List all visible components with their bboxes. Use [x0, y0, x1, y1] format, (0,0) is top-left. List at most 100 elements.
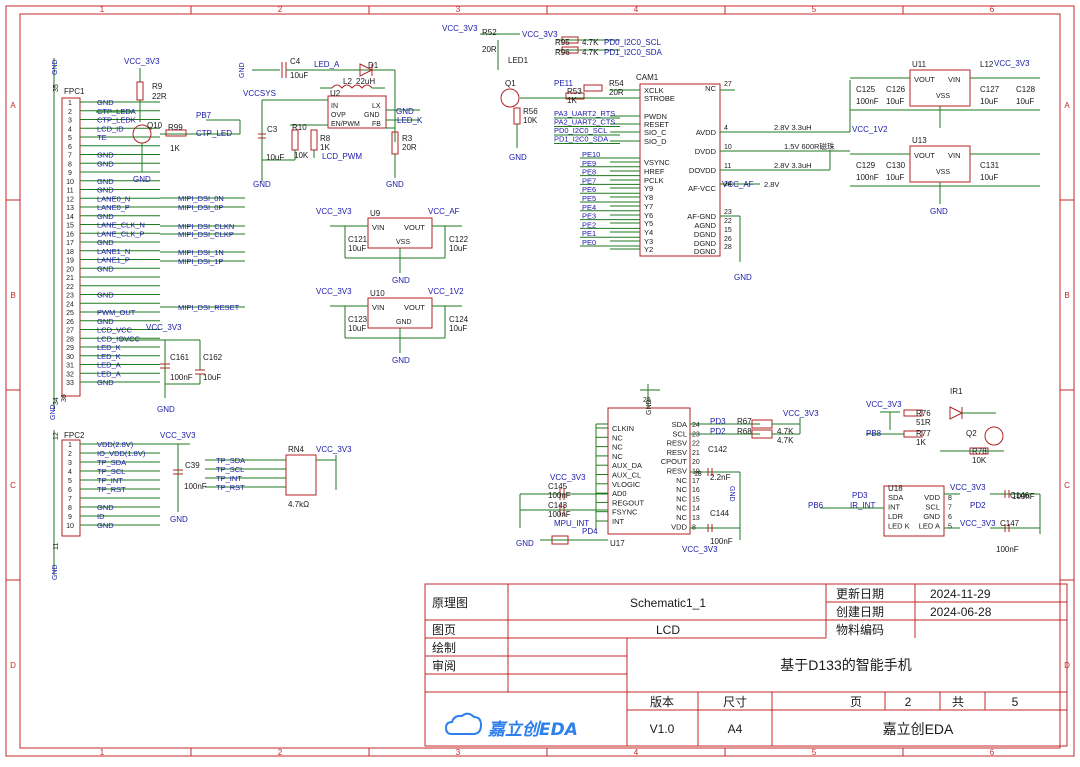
- u17-right-pin-number: 21: [692, 450, 700, 457]
- cam-right-pin: AVDD: [696, 128, 717, 137]
- u2-pin-gnd: GND: [364, 112, 380, 119]
- u18-vcc-top: VCC_3V3: [950, 483, 986, 492]
- u17-right-pin-number: 24: [692, 422, 700, 429]
- u17-right-pin: SCL: [672, 429, 687, 438]
- mpu-int-net: MPU_INT: [554, 519, 589, 528]
- ldo-cout-value: 10uF: [449, 244, 467, 253]
- d1-ref: D1: [368, 61, 379, 70]
- ctp-led-driver[interactable]: [96, 68, 241, 172]
- r52-value: 20R: [482, 45, 497, 54]
- u18-pd3: PD3: [852, 491, 868, 500]
- cam-right-pin: NC: [705, 84, 716, 93]
- fpc2-pin-11: 11: [53, 543, 60, 550]
- reg-vcc-net: VCC_1V2: [852, 125, 888, 134]
- u17-pin-18: 18: [694, 471, 702, 478]
- cam-left-pin: HREF: [644, 167, 665, 176]
- u17-pd4: PD4: [582, 527, 598, 536]
- fpc1-net-label: GND: [97, 317, 114, 326]
- cam-rail-label: 2.8V: [764, 180, 779, 189]
- ldo-vss-pin: GND: [396, 319, 412, 326]
- u17-left-pin: INT: [612, 517, 625, 526]
- rn4-ref: RN4: [288, 445, 305, 454]
- reg-c3-ref: C127: [980, 85, 1000, 94]
- camera-section[interactable]: [480, 33, 851, 262]
- col-label-1-bottom: 1: [100, 748, 105, 757]
- c143-ref: C143: [548, 501, 568, 510]
- imu-u17[interactable]: [519, 384, 801, 545]
- row-label-a: A: [10, 101, 16, 110]
- fpc2-pin-12: 12: [53, 432, 60, 440]
- fpc1-ref: FPC1: [64, 87, 85, 96]
- fpc1-net-label: GND: [97, 378, 114, 387]
- u18-ir-int: IR_INT: [850, 501, 875, 510]
- lcd-power-caps[interactable]: [120, 339, 205, 398]
- u17-right-pin-number: 23: [692, 431, 700, 438]
- ldo-cout-ref: C122: [449, 235, 469, 244]
- fpc1-net-label: GND: [97, 212, 114, 221]
- fpc2-bottom-gnd: GND: [52, 564, 59, 580]
- cam-left-pin: Y8: [644, 193, 653, 202]
- cam-gnd-2: GND: [734, 273, 752, 282]
- cam-gnd-1: GND: [509, 153, 527, 162]
- u18-left-pin: SDA: [888, 493, 903, 502]
- q10-ref: Q10: [147, 121, 163, 130]
- fpc1-pin-number: 9: [68, 170, 72, 177]
- fpc2-net-label: TP_RST: [97, 485, 126, 494]
- fpc1-pin-number: 17: [66, 240, 74, 247]
- project-title: 基于D133的智能手机: [780, 657, 911, 673]
- ir-sensor[interactable]: [820, 406, 1041, 537]
- fpc1-pin-36: 36: [61, 394, 68, 402]
- fpc1-pin-number: 11: [66, 188, 73, 195]
- page-name: LCD: [656, 623, 680, 637]
- r76-ref: R76: [916, 409, 931, 418]
- tp-vcc-net: VCC_3V3: [160, 431, 196, 440]
- ldo-ref: U9: [370, 209, 381, 218]
- fpc1-pin-number: 30: [66, 354, 74, 361]
- fpc1-pin-number: 2: [68, 109, 72, 116]
- backlight-boost[interactable]: [252, 62, 420, 182]
- cam-left-pin: VSYNC: [644, 158, 670, 167]
- r9-value: 22R: [152, 92, 167, 101]
- row-label-c-right: C: [1064, 481, 1070, 490]
- mipi-net-labels: MIPI_DSI_0NMIPI_DSI_0PMIPI_DSI_CLKNMIPI_…: [160, 194, 245, 312]
- fpc1-net-label: CTP_LEDK: [97, 116, 136, 125]
- cam-net-label: PD0_I2C0_SCL: [554, 126, 607, 135]
- c144-ref: C144: [710, 509, 730, 518]
- cam-data-net: PE0: [582, 238, 596, 247]
- fpc1-pin-number: 14: [66, 214, 74, 221]
- reg-vout-pin: VOUT: [914, 151, 935, 160]
- c144-value: 100nF: [710, 537, 733, 546]
- u17-right-pin-number: 13: [692, 515, 700, 522]
- r54-ref: R54: [609, 79, 624, 88]
- fpc2-net-label: GND: [97, 503, 114, 512]
- ldo-vin-net: VCC_3V3: [316, 287, 352, 296]
- reg-c3-value: 10uF: [980, 173, 998, 182]
- cam-rail-label: 2.8V 3.3uH: [774, 161, 812, 170]
- cam-data-net: PE5: [582, 194, 596, 203]
- cam-left-pin: XCLK: [644, 86, 664, 95]
- fpc2-net-label: ID: [97, 512, 105, 521]
- touch-panel-section[interactable]: [160, 443, 337, 512]
- total-label: 共: [952, 695, 964, 709]
- cam-right-pin-number: 26: [724, 236, 732, 243]
- c4-value: 10uF: [290, 71, 308, 80]
- u17-right-pin-number: 19: [692, 469, 700, 476]
- fpc1-net-label: GND: [97, 186, 114, 195]
- c142-ref: C142: [708, 445, 728, 454]
- reg-c2-value: 10uF: [886, 97, 904, 106]
- fpc1-pin-number: 29: [66, 345, 74, 352]
- cam-left-pin: Y9: [644, 184, 653, 193]
- col-label-3-bottom: 3: [456, 748, 461, 757]
- reg-c3-ref: C131: [980, 161, 1000, 170]
- fpc1-pin-number: 5: [68, 135, 72, 142]
- reg-c1-ref: C129: [856, 161, 876, 170]
- fpc1-pin-number: 32: [66, 371, 74, 378]
- fpc1-net-label: LANE_CLK_N: [97, 221, 145, 230]
- title-block-text: 原理图 Schematic1_1 图页 LCD 绘制 审阅 更新日期 2024-…: [432, 586, 1019, 737]
